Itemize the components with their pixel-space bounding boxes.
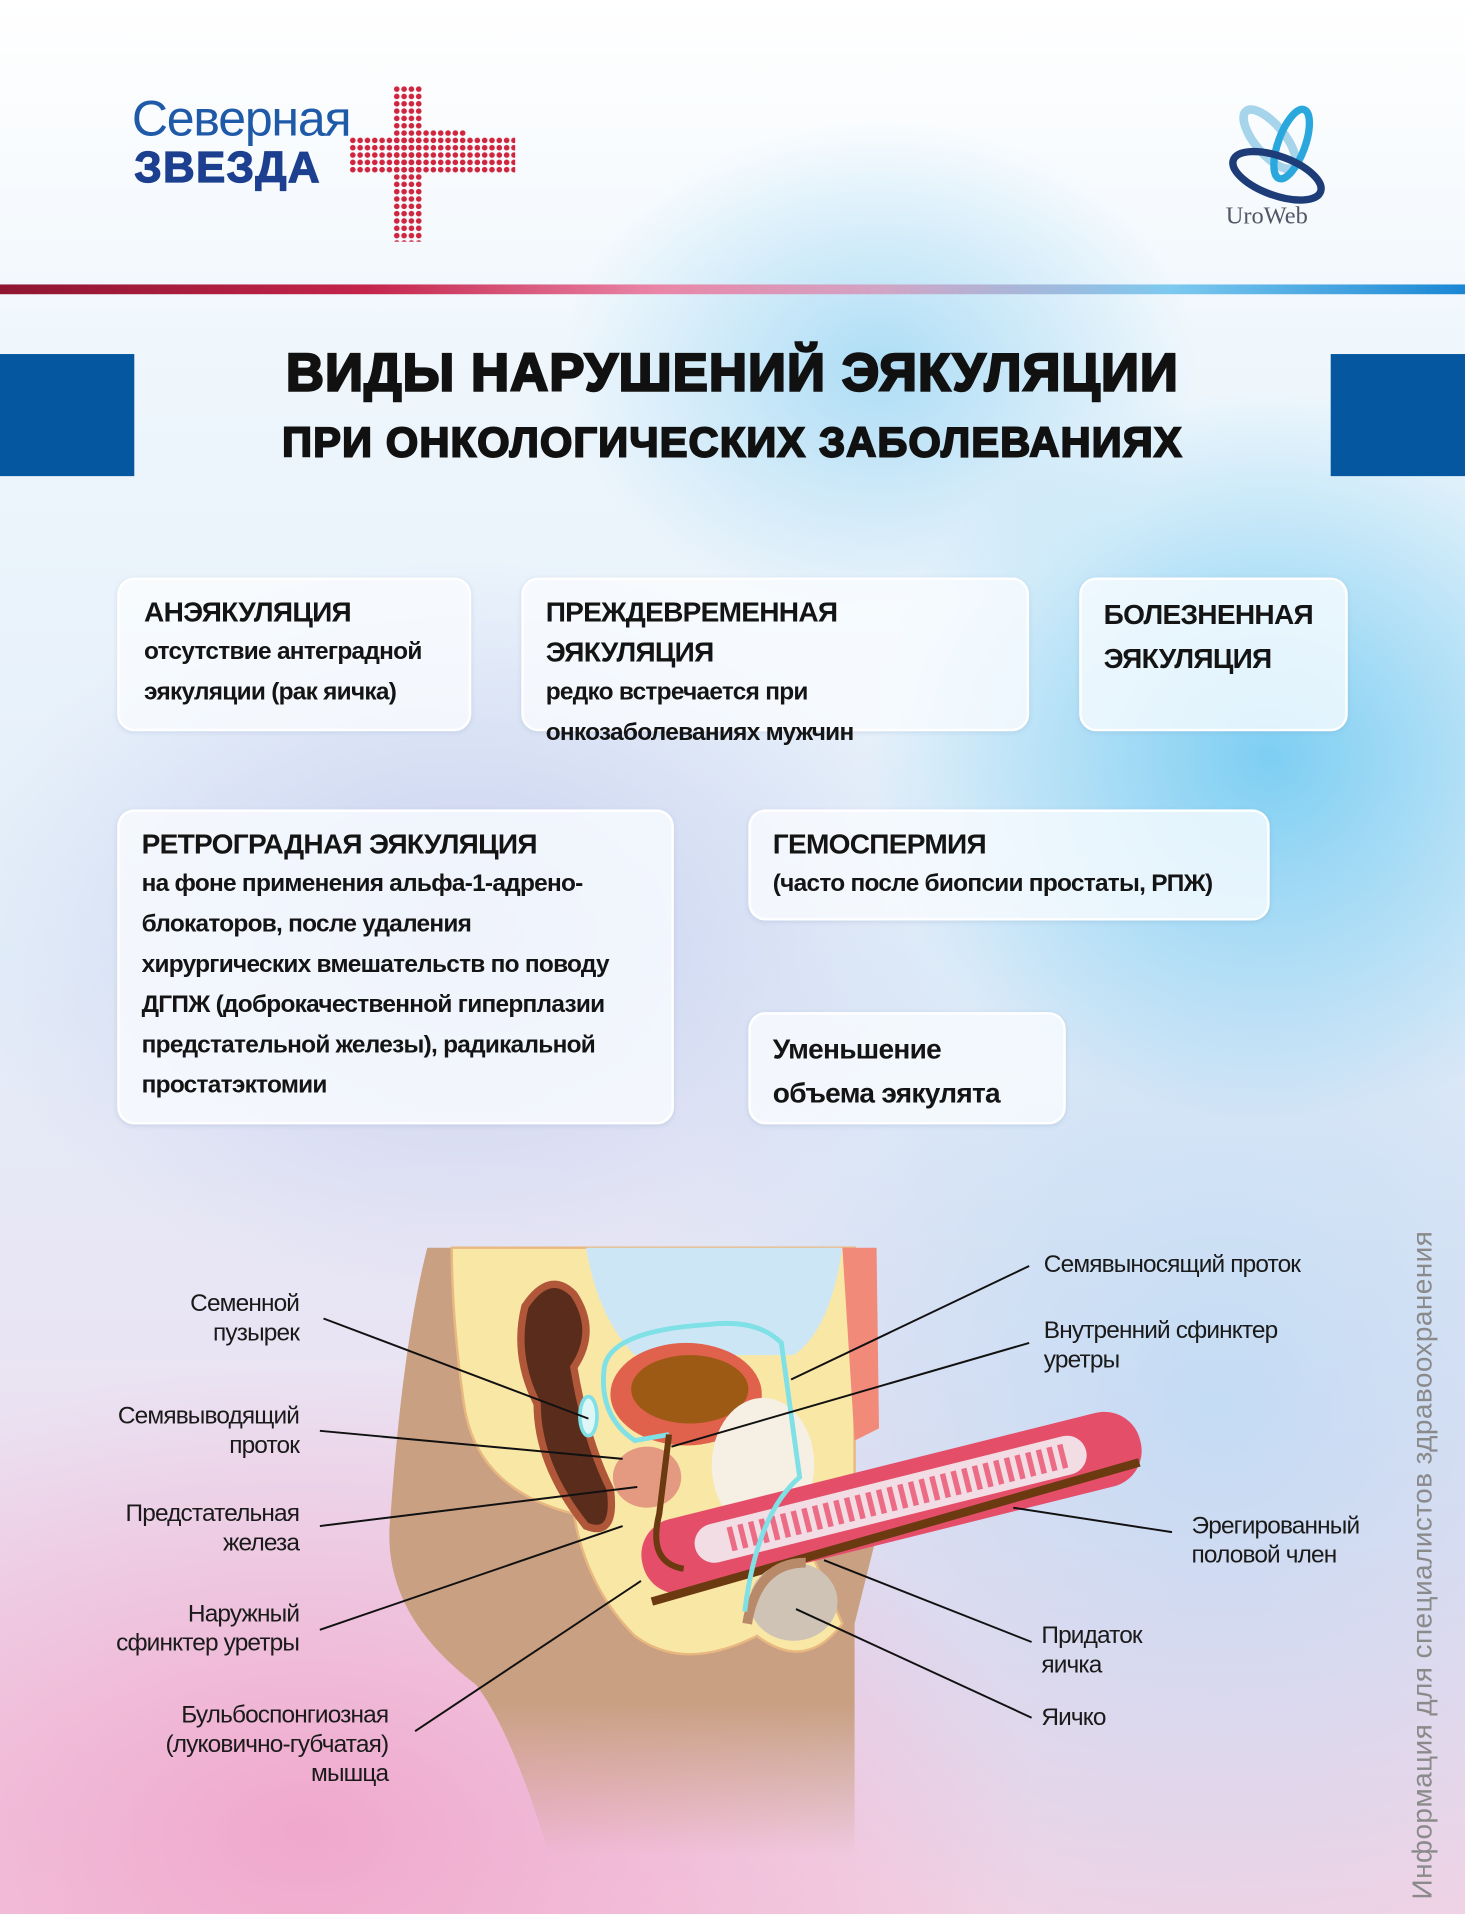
abdominal-cavity xyxy=(585,1247,843,1356)
label-internal-sphincter: Внутренний сфинктер уретры xyxy=(1044,1316,1278,1375)
card-heading: АНЭЯКУЛЯЦИЯ xyxy=(144,595,352,628)
epididymis xyxy=(742,1557,806,1625)
card-text: эякуляции (рак яичка) xyxy=(144,678,397,706)
logo-text-line1: Северная xyxy=(131,90,352,147)
label-line: Придаток xyxy=(1041,1622,1142,1650)
label-line: сфинктер уретры xyxy=(116,1629,300,1657)
card-text: хирургических вмешательств по поводу xyxy=(141,951,610,978)
page-title: ВИДЫ НАРУШЕНИЙ ЭЯКУЛЯЦИИ xyxy=(285,343,1179,404)
label-vas-deferens: Семявыносящий проток xyxy=(1043,1250,1301,1279)
logo-severnaya-zvezda: Северная ЗВЕЗДА xyxy=(132,85,523,244)
label-testicle: Яичко xyxy=(1041,1703,1106,1732)
card-anejaculation: АНЭЯКУЛЯЦИЯ отсутствие антеградной эякул… xyxy=(117,577,472,732)
urethra xyxy=(653,1434,685,1572)
page-subtitle: ПРИ ОНКОЛОГИЧЕСКИХ ЗАБОЛЕВАНИЯХ xyxy=(281,419,1183,467)
card-text: (часто после биопсии простаты, РПЖ) xyxy=(772,870,1213,898)
label-line: Наружный xyxy=(187,1600,300,1628)
label-ejaculatory-duct: Семявыводящий проток xyxy=(117,1402,300,1461)
label-line: Яичко xyxy=(1041,1704,1106,1732)
label-line: (луковично-губчатая) xyxy=(165,1731,389,1758)
label-line: пузырек xyxy=(213,1319,300,1347)
label-line: уретры xyxy=(1043,1346,1120,1374)
uroweb-rings-icon xyxy=(1229,105,1325,204)
card-heading: ЭЯКУЛЯЦИЯ xyxy=(1103,642,1273,674)
prostate xyxy=(612,1446,682,1508)
card-text: простатэктомии xyxy=(141,1071,328,1099)
card-text: редко встречается при xyxy=(545,678,809,706)
red-dotted-cross-icon xyxy=(349,85,516,242)
leader-lines xyxy=(319,1265,1173,1732)
label-line: Семявыносящий проток xyxy=(1043,1251,1301,1279)
card-text: ДГПЖ (доброкачественной гиперплазии xyxy=(141,991,606,1019)
label-seminal-vesicle: Семенной пузырек xyxy=(190,1289,300,1348)
label-line: Внутренний сфинктер xyxy=(1043,1317,1278,1345)
card-heading: ГЕМОСПЕРМИЯ xyxy=(772,827,987,860)
label-line: Семявыводящий xyxy=(117,1402,300,1430)
card-hemospermia: ГЕМОСПЕРМИЯ (часто после биопсии простат… xyxy=(748,809,1270,921)
label-line: мышца xyxy=(311,1760,389,1788)
card-heading: РЕТРОГРАДНАЯ ЭЯКУЛЯЦИЯ xyxy=(141,827,538,860)
logo-uroweb: UroWeb xyxy=(1221,95,1333,235)
label-line: половой член xyxy=(1191,1541,1338,1569)
logo-text-line2: ЗВЕЗДА xyxy=(134,141,321,192)
card-retrograde-ejaculation: РЕТРОГРАДНАЯ ЭЯКУЛЯЦИЯ на фоне применени… xyxy=(117,809,674,1125)
label-line: проток xyxy=(229,1432,300,1459)
label-erect-penis: Эрегированный половой член xyxy=(1191,1511,1361,1570)
testicle xyxy=(749,1562,838,1641)
card-heading: Уменьшение xyxy=(772,1032,942,1065)
label-bulbospongiosus: Бульбоспонгиозная (луковично-губчатая) м… xyxy=(165,1701,389,1789)
label-line: Эрегированный xyxy=(1191,1512,1361,1540)
gradient-divider xyxy=(0,284,1465,295)
side-note: Информация для специалистов здравоохране… xyxy=(1405,1230,1438,1900)
title-bar-right xyxy=(1330,354,1465,477)
uroweb-text: UroWeb xyxy=(1225,202,1308,230)
label-external-sphincter: Наружный сфинктер уретры xyxy=(116,1599,300,1658)
label-line: Бульбоспонгиозная xyxy=(181,1701,389,1729)
label-line: яичка xyxy=(1041,1651,1102,1679)
card-reduced-volume: Уменьшение объема эякулята xyxy=(748,1012,1066,1125)
erect-penis xyxy=(641,1411,1142,1606)
vas-deferens xyxy=(601,1320,803,1612)
card-heading: БОЛЕЗНЕННАЯ xyxy=(1103,598,1314,630)
card-premature-ejaculation: ПРЕЖДЕВРЕМЕННАЯ ЭЯКУЛЯЦИЯ редко встречае… xyxy=(521,577,1030,746)
label-epididymis: Придаток яичка xyxy=(1041,1621,1142,1680)
card-heading: объема эякулята xyxy=(772,1076,1001,1109)
title-bar-left xyxy=(0,354,135,477)
label-line: Семенной xyxy=(190,1290,300,1318)
label-line: железа xyxy=(223,1529,300,1557)
abdominal-wall xyxy=(842,1247,879,1441)
card-text: отсутствие антеградной xyxy=(144,638,422,666)
label-prostate: Предстательная железа xyxy=(126,1499,300,1558)
card-text: блокаторов, после удаления xyxy=(141,910,472,938)
card-text: на фоне применения альфа-1-адрено- xyxy=(141,870,584,898)
bladder-contents xyxy=(631,1355,749,1424)
label-line: Предстательная xyxy=(125,1500,300,1528)
card-text: предстательной железы), радикальной xyxy=(141,1031,596,1059)
card-painful-ejaculation: БОЛЕЗНЕННАЯ ЭЯКУЛЯЦИЯ xyxy=(1079,577,1348,732)
card-text: онкозаболеваниях мужчин xyxy=(545,719,854,746)
card-heading: ПРЕЖДЕВРЕМЕННАЯ ЭЯКУЛЯЦИЯ xyxy=(545,595,838,668)
